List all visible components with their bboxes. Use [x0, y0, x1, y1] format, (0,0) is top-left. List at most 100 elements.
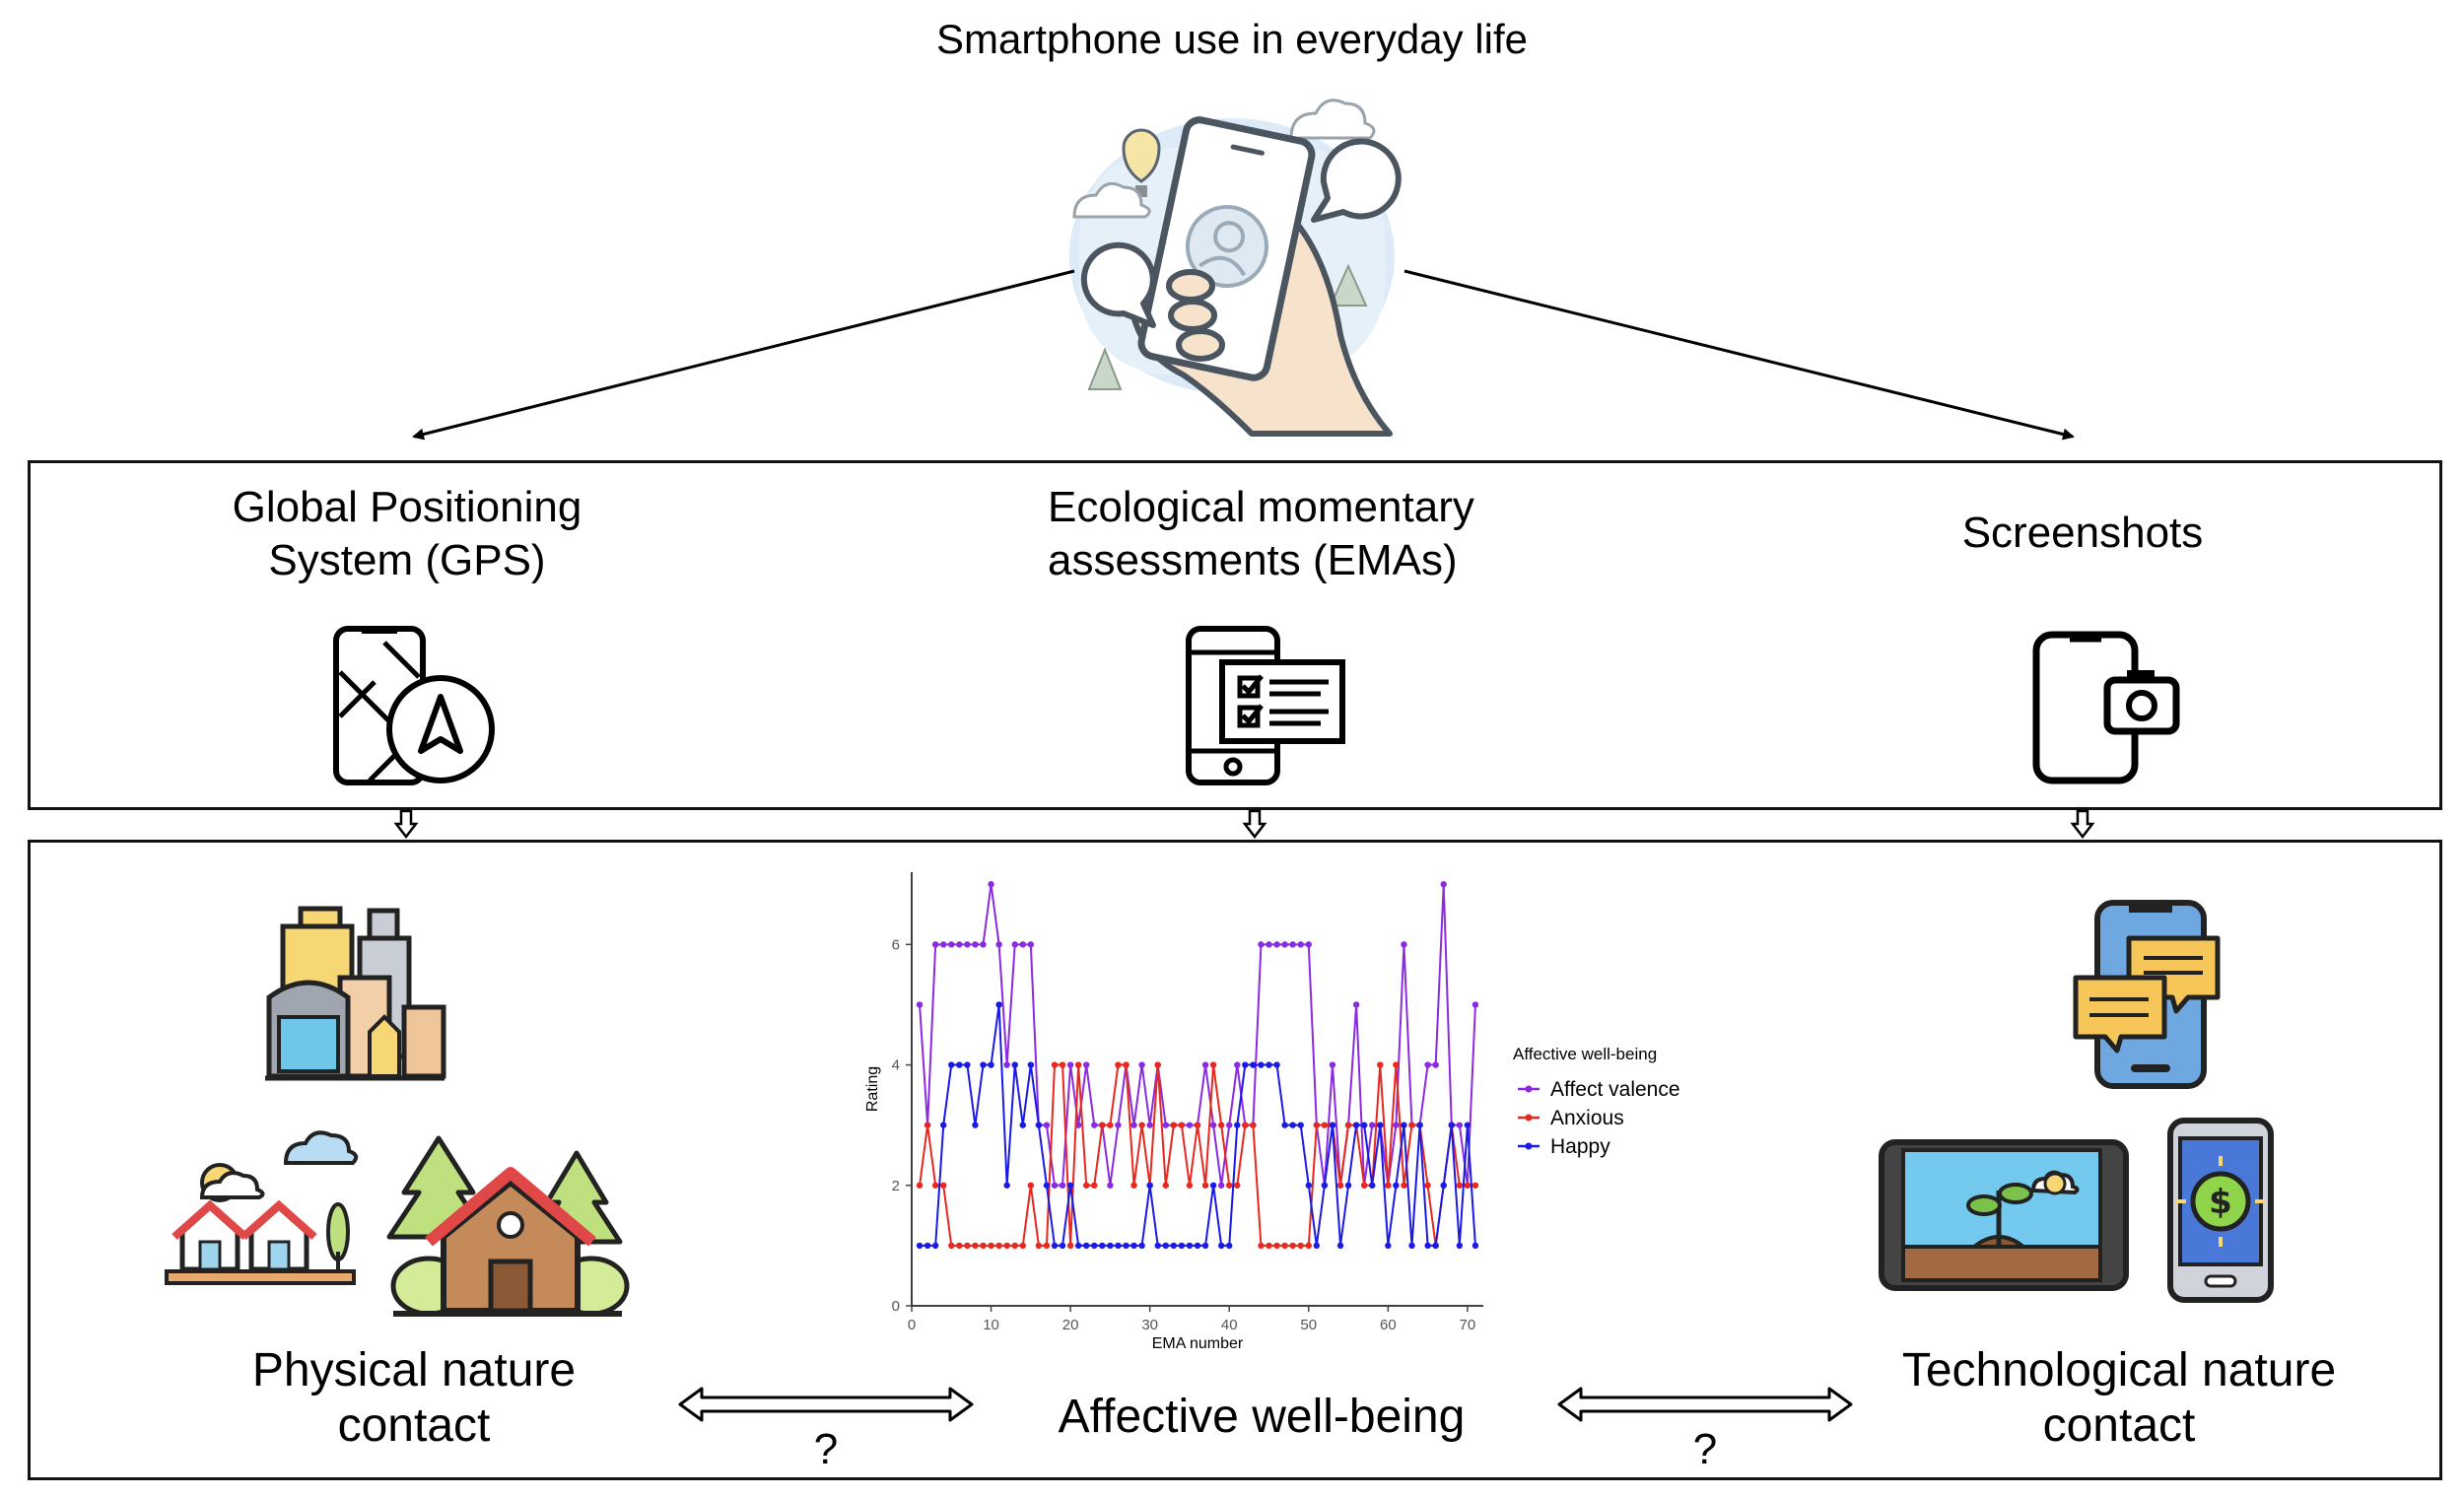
- data-point: [995, 941, 1002, 948]
- data-point: [995, 1001, 1002, 1008]
- data-point: [1273, 941, 1280, 948]
- data-point: [1027, 1182, 1035, 1189]
- map-phone-navigation-icon: [333, 626, 495, 785]
- data-point: [1186, 1182, 1194, 1189]
- data-point: [931, 1242, 939, 1250]
- double-arrow-left: [678, 1387, 974, 1422]
- data-point: [1408, 1122, 1415, 1128]
- data-point: [1074, 1122, 1082, 1128]
- data-point: [924, 1242, 931, 1250]
- data-point: [1083, 1061, 1090, 1068]
- data-point: [1043, 1182, 1051, 1189]
- data-point: [1234, 1182, 1241, 1189]
- arrow-to-screenshots: [1403, 269, 2075, 441]
- legend-key-point: [1525, 1142, 1533, 1150]
- data-point: [956, 1242, 963, 1250]
- x-tick-label: 50: [1300, 1317, 1317, 1333]
- data-point: [1281, 941, 1288, 948]
- data-point: [1027, 941, 1035, 948]
- ema-label: Ecological momentary assessments (EMAs): [1048, 483, 1474, 584]
- y-axis-label: Rating: [864, 1066, 881, 1112]
- data-point: [1273, 1061, 1280, 1068]
- data-point: [1266, 1061, 1272, 1068]
- data-point: [1258, 1242, 1265, 1250]
- double-arrow-right: [1557, 1387, 1853, 1422]
- data-point: [1201, 1182, 1209, 1189]
- data-point: [1011, 941, 1018, 948]
- city-buildings-icon: [265, 906, 446, 1081]
- data-point: [1242, 1061, 1249, 1068]
- data-point: [1369, 1182, 1376, 1189]
- data-point: [1456, 1122, 1464, 1128]
- data-point: [1289, 1122, 1296, 1128]
- data-point: [1059, 1242, 1066, 1250]
- data-point: [1027, 1061, 1035, 1068]
- data-point: [1377, 1122, 1384, 1128]
- screenshots-label: Screenshots: [1961, 509, 2204, 557]
- diagram-title: Smartphone use in everyday life: [936, 16, 1528, 62]
- data-point: [1162, 1122, 1169, 1128]
- data-point: [1107, 1182, 1114, 1189]
- data-point: [1393, 1182, 1400, 1189]
- data-point: [1043, 1122, 1051, 1128]
- phone-chat-icon: [2073, 900, 2221, 1089]
- data-point: [1424, 1242, 1431, 1250]
- data-point: [972, 1122, 979, 1128]
- series-line-0: [919, 884, 1476, 1187]
- data-point: [924, 1122, 931, 1128]
- data-point: [1250, 1122, 1257, 1128]
- data-point: [956, 1061, 963, 1068]
- data-point: [1289, 941, 1296, 948]
- data-point: [980, 1061, 987, 1068]
- data-point: [995, 1242, 1002, 1250]
- phone-dollar-icon: $: [2167, 1118, 2274, 1303]
- data-point: [916, 1182, 924, 1189]
- data-point: [948, 1061, 955, 1068]
- data-point: [1099, 1242, 1106, 1250]
- data-point: [1432, 1061, 1439, 1068]
- legend-key-point: [1525, 1114, 1533, 1122]
- data-point: [1051, 1182, 1059, 1189]
- data-point: [1170, 1122, 1178, 1128]
- data-point: [1059, 1061, 1066, 1068]
- data-point: [1074, 1061, 1082, 1068]
- data-point: [948, 941, 955, 948]
- data-point: [1377, 1061, 1384, 1068]
- data-point: [1099, 1122, 1106, 1128]
- arrow-to-gps: [412, 269, 1075, 441]
- data-point: [1408, 1242, 1415, 1250]
- tech-nature-label: Technological nature contact: [1901, 1344, 2337, 1452]
- data-point: [1209, 1061, 1217, 1068]
- x-tick-label: 10: [983, 1317, 999, 1333]
- data-point: [1336, 1182, 1344, 1189]
- data-point: [1336, 1242, 1344, 1250]
- data-point: [1162, 1182, 1169, 1189]
- data-point: [1432, 1242, 1439, 1250]
- data-point: [931, 941, 939, 948]
- data-point: [1226, 1182, 1233, 1189]
- phone-checklist-icon: [1186, 626, 1345, 785]
- data-point: [988, 1061, 994, 1068]
- data-point: [1170, 1242, 1178, 1250]
- y-tick-label: 2: [892, 1178, 900, 1194]
- data-point: [1043, 1242, 1051, 1250]
- data-point: [1194, 1242, 1201, 1250]
- data-point: [1217, 1122, 1225, 1128]
- data-point: [1305, 1182, 1312, 1189]
- data-point: [1321, 1122, 1329, 1128]
- data-point: [940, 941, 947, 948]
- data-point: [1281, 1122, 1288, 1128]
- data-point: [1393, 1122, 1400, 1128]
- data-point: [1313, 1242, 1321, 1250]
- data-point: [1091, 1242, 1098, 1250]
- data-point: [931, 1182, 939, 1189]
- legend-entry: Affect valence: [1550, 1078, 1680, 1101]
- data-point: [1281, 1242, 1288, 1250]
- data-point: [1329, 1122, 1336, 1128]
- data-point: [1186, 1242, 1194, 1250]
- data-point: [1035, 1122, 1043, 1128]
- data-point: [1138, 1061, 1145, 1068]
- data-point: [1201, 1242, 1209, 1250]
- data-point: [1003, 1182, 1010, 1189]
- forest-cabin-icon: [386, 1135, 630, 1317]
